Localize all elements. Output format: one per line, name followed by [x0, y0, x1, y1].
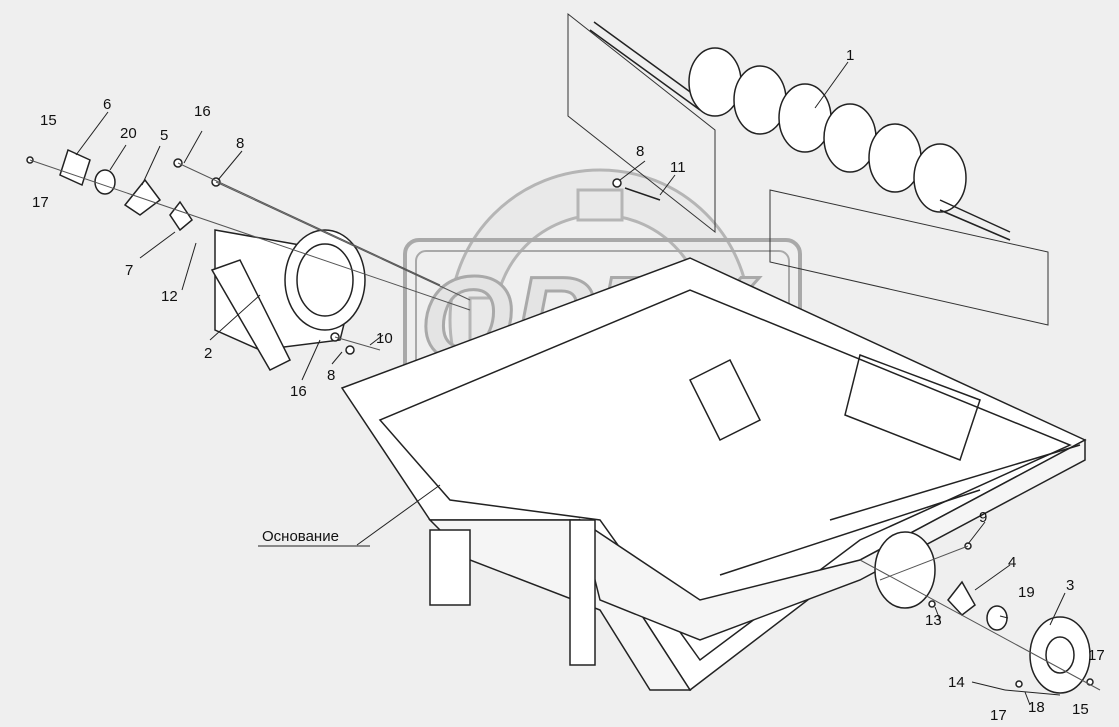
- callout-17-bottom: 17: [990, 707, 1007, 724]
- callout-14: 14: [948, 674, 965, 691]
- callout-8-lower: 8: [327, 367, 335, 384]
- callout-3: 3: [1066, 577, 1074, 594]
- callout-8-top-center: 8: [636, 143, 644, 160]
- callout-11: 11: [670, 159, 686, 176]
- assembly-lines: [29, 159, 1101, 691]
- callout-17-left: 17: [32, 194, 49, 211]
- auger-part: [567, 12, 1049, 326]
- callout-1: 1: [846, 47, 854, 64]
- callout-19: 19: [1018, 584, 1035, 601]
- callout-16-lower: 16: [290, 383, 307, 400]
- callout-9: 9: [979, 509, 987, 526]
- callout-7: 7: [125, 262, 133, 279]
- callout-5: 5: [160, 127, 168, 144]
- base-label: Основание: [262, 528, 339, 545]
- callout-17-right: 17: [1088, 647, 1105, 664]
- callout-10: 10: [376, 330, 393, 347]
- callout-16-top: 16: [194, 103, 211, 120]
- callout-12: 12: [161, 288, 178, 305]
- callout-18: 18: [1028, 699, 1045, 716]
- callout-20: 20: [120, 125, 137, 142]
- leader-lines: [75, 61, 1066, 706]
- callout-13: 13: [925, 612, 942, 629]
- callout-15-left: 15: [40, 112, 57, 129]
- callout-4: 4: [1008, 554, 1016, 571]
- base-frame: [340, 257, 1087, 692]
- callout-8-top-left: 8: [236, 135, 244, 152]
- callout-6: 6: [103, 96, 111, 113]
- bolt-11: [624, 187, 661, 201]
- callout-2: 2: [204, 345, 212, 362]
- callout-15-right: 15: [1072, 701, 1089, 718]
